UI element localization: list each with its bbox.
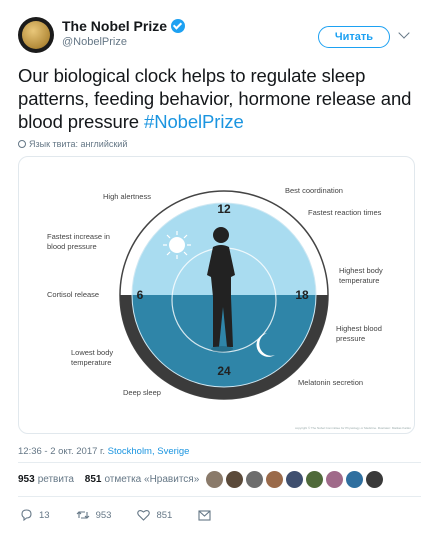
silhouette-shadow bbox=[211, 346, 233, 352]
liker-avatar[interactable] bbox=[366, 471, 383, 488]
like-count: 851 bbox=[84, 474, 102, 485]
account-name[interactable]: The Nobel Prize bbox=[62, 18, 186, 34]
liker-avatar[interactable] bbox=[326, 471, 343, 488]
divider bbox=[18, 462, 421, 463]
follow-button[interactable]: Читать bbox=[318, 26, 390, 48]
tweet-image[interactable]: 12 6 18 24 High alertness Best coordinat… bbox=[18, 156, 415, 434]
reply-button[interactable]: 13 bbox=[20, 509, 50, 521]
label-high-alertness: High alertness bbox=[103, 192, 151, 201]
avatar[interactable] bbox=[18, 17, 54, 53]
tweet-actions: 13 953 851 bbox=[20, 509, 243, 521]
heart-icon bbox=[137, 509, 151, 521]
tweet-time[interactable]: 12:36 - 2 окт. 2017 г. bbox=[18, 446, 108, 457]
liker-avatar[interactable] bbox=[306, 471, 323, 488]
label-lowest-temp-1: Lowest body bbox=[71, 348, 113, 357]
label-best-coordination: Best coordination bbox=[285, 186, 343, 195]
like-count-label: отметка «Нравится» bbox=[104, 474, 200, 485]
clock-face-edge bbox=[131, 202, 317, 388]
tweet-location-link[interactable]: Stockholm, Sverige bbox=[107, 446, 190, 457]
reply-count: 13 bbox=[39, 509, 50, 521]
label-highest-bp-2: pressure bbox=[336, 334, 365, 343]
liker-avatar[interactable] bbox=[246, 471, 263, 488]
label-highest-temp-2: temperature bbox=[339, 276, 379, 285]
image-credit: copyright © The Nobel Committee for Phys… bbox=[295, 426, 411, 430]
hashtag-link[interactable]: #NobelPrize bbox=[144, 111, 244, 132]
hour-24-label: 24 bbox=[217, 364, 231, 378]
label-highest-temp-1: Highest body bbox=[339, 266, 383, 275]
retweet-icon bbox=[76, 511, 89, 519]
sun-icon bbox=[163, 231, 191, 259]
liker-avatar[interactable] bbox=[206, 471, 223, 488]
label-fastest-increase-1: Fastest increase in bbox=[47, 232, 110, 241]
tweet-text: Our biological clock helps to regulate s… bbox=[18, 64, 423, 133]
retweet-count-label: ретвита bbox=[37, 474, 74, 485]
liker-avatar[interactable] bbox=[266, 471, 283, 488]
retweet-count: 953 bbox=[18, 474, 35, 485]
label-fastest-reaction: Fastest reaction times bbox=[308, 208, 382, 217]
globe-icon bbox=[18, 140, 26, 148]
tweet-timestamp: 12:36 - 2 окт. 2017 г. Stockholm, Sverig… bbox=[18, 446, 189, 457]
label-deep-sleep: Deep sleep bbox=[123, 388, 161, 397]
circadian-clock-diagram: 12 6 18 24 High alertness Best coordinat… bbox=[47, 186, 411, 430]
moon-icon bbox=[256, 333, 275, 357]
hour-18-label: 18 bbox=[295, 288, 309, 302]
retweet-button[interactable]: 953 bbox=[76, 509, 112, 521]
liker-avatar[interactable] bbox=[226, 471, 243, 488]
reply-icon bbox=[21, 509, 32, 521]
like-button[interactable]: 851 bbox=[137, 509, 172, 521]
verified-badge-icon bbox=[171, 19, 186, 33]
tweet-language: Язык твита: английский bbox=[18, 139, 127, 149]
label-melatonin: Melatonin secretion bbox=[298, 378, 363, 387]
human-silhouette-icon bbox=[207, 227, 235, 347]
label-lowest-temp-2: temperature bbox=[71, 358, 111, 367]
account-handle[interactable]: @NobelPrize bbox=[62, 36, 127, 48]
label-cortisol: Cortisol release bbox=[47, 290, 99, 299]
liker-avatar[interactable] bbox=[346, 471, 363, 488]
chevron-down-icon[interactable] bbox=[398, 27, 410, 39]
liker-avatar[interactable] bbox=[286, 471, 303, 488]
direct-message-button[interactable] bbox=[198, 509, 217, 521]
language-label: Язык твита: английский bbox=[29, 139, 128, 149]
hour-12-label: 12 bbox=[217, 202, 231, 216]
label-fastest-increase-2: blood pressure bbox=[47, 242, 97, 251]
envelope-icon bbox=[198, 509, 211, 521]
liker-avatars bbox=[206, 471, 383, 488]
retweet-action-count: 953 bbox=[95, 509, 112, 521]
like-action-count: 851 bbox=[156, 509, 173, 521]
nobel-medal-icon bbox=[22, 21, 50, 49]
hour-6-label: 6 bbox=[137, 288, 144, 302]
divider bbox=[18, 496, 421, 497]
tweet-body: Our biological clock helps to regulate s… bbox=[18, 65, 412, 132]
label-highest-bp-1: Highest blood bbox=[336, 324, 382, 333]
